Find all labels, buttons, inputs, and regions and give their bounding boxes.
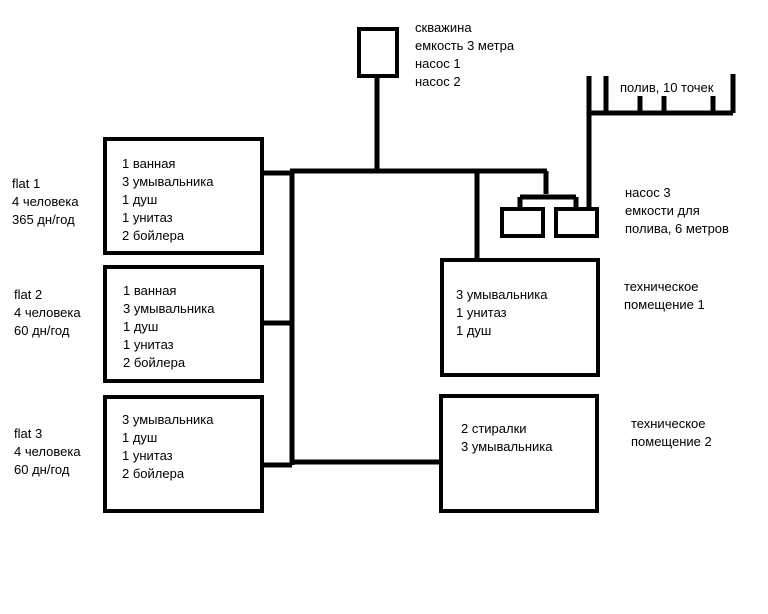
fixture-item: 1 унитаз bbox=[122, 210, 173, 225]
irrigation-tank-right bbox=[554, 207, 599, 238]
fixture-item: 1 душ bbox=[123, 319, 159, 334]
flat-2-label: flat 2 4 человека 60 дн/год bbox=[14, 286, 81, 340]
flat-1-label: flat 1 4 человека 365 дн/год bbox=[12, 175, 79, 229]
flat-3-people: 4 человека bbox=[14, 444, 81, 459]
fixture-item: 2 бойлера bbox=[122, 228, 185, 243]
tech-room-1-label: техническое помещение 1 bbox=[624, 278, 705, 314]
pump-3-label-line: полива, 6 метров bbox=[625, 221, 729, 236]
well-label-line: насос 2 bbox=[415, 74, 461, 89]
flat-3-name: flat 3 bbox=[14, 426, 43, 441]
flat-1-people: 4 человека bbox=[12, 194, 79, 209]
tech-room-2-name-line: техническое bbox=[631, 416, 706, 431]
pump-3-label: насос 3 емкости для полива, 6 метров bbox=[625, 184, 729, 238]
flat-3-days: 60 дн/год bbox=[14, 462, 70, 477]
tech-room-1-box bbox=[440, 258, 600, 377]
pump-3-label-line: насос 3 bbox=[625, 185, 671, 200]
tech-room-2-box bbox=[439, 394, 599, 513]
flat-2-days: 60 дн/год bbox=[14, 323, 70, 338]
fixture-item: 2 бойлера bbox=[122, 466, 185, 481]
tech-room-2-name-line: помещение 2 bbox=[631, 434, 712, 449]
well-label-line: емкость 3 метра bbox=[415, 38, 515, 53]
well-label-line: насос 1 bbox=[415, 56, 461, 71]
flat-1-fixtures: 1 ванная 3 умывальника 1 душ 1 унитаз 2 … bbox=[122, 155, 213, 245]
flat-2-name: flat 2 bbox=[14, 287, 43, 302]
irrigation-tank-left bbox=[500, 207, 545, 238]
flat-2-people: 4 человека bbox=[14, 305, 81, 320]
fixture-item: 1 ванная bbox=[122, 156, 176, 171]
fixture-item: 1 душ bbox=[122, 430, 158, 445]
fixture-item: 1 душ bbox=[456, 323, 492, 338]
fixture-item: 3 умывальника bbox=[122, 412, 214, 427]
fixture-item: 2 бойлера bbox=[123, 355, 186, 370]
fixture-item: 3 умывальника bbox=[123, 301, 215, 316]
fixture-item: 2 стиралки bbox=[461, 421, 527, 436]
well-box bbox=[357, 27, 399, 78]
pump-3-label-line: емкости для bbox=[625, 203, 700, 218]
fixture-item: 1 душ bbox=[122, 192, 158, 207]
flat-3-box bbox=[103, 395, 264, 513]
flat-1-box bbox=[103, 137, 264, 255]
fixture-item: 1 унитаз bbox=[122, 448, 173, 463]
fixture-item: 1 унитаз bbox=[123, 337, 174, 352]
flat-3-fixtures: 3 умывальника 1 душ 1 унитаз 2 бойлера bbox=[122, 411, 213, 483]
irrigation-label: полив, 10 точек bbox=[620, 80, 714, 95]
flat-2-fixtures: 1 ванная 3 умывальника 1 душ 1 унитаз 2 … bbox=[123, 282, 214, 372]
tech-room-1-name-line: помещение 1 bbox=[624, 297, 705, 312]
fixture-item: 3 умывальника bbox=[122, 174, 214, 189]
well-label: скважина емкость 3 метра насос 1 насос 2 bbox=[415, 19, 514, 91]
flat-3-label: flat 3 4 человека 60 дн/год bbox=[14, 425, 81, 479]
tech-room-2-fixtures: 2 стиралки 3 умывальника bbox=[461, 420, 552, 456]
fixture-item: 1 унитаз bbox=[456, 305, 507, 320]
fixture-item: 3 умывальника bbox=[456, 287, 548, 302]
tech-room-1-name-line: техническое bbox=[624, 279, 699, 294]
flat-1-days: 365 дн/год bbox=[12, 212, 75, 227]
flat-1-name: flat 1 bbox=[12, 176, 41, 191]
tech-room-1-fixtures: 3 умывальника 1 унитаз 1 душ bbox=[456, 286, 547, 340]
fixture-item: 3 умывальника bbox=[461, 439, 553, 454]
fixture-item: 1 ванная bbox=[123, 283, 177, 298]
flat-2-box bbox=[103, 265, 264, 383]
well-label-line: скважина bbox=[415, 20, 472, 35]
tech-room-2-label: техническое помещение 2 bbox=[631, 415, 712, 451]
